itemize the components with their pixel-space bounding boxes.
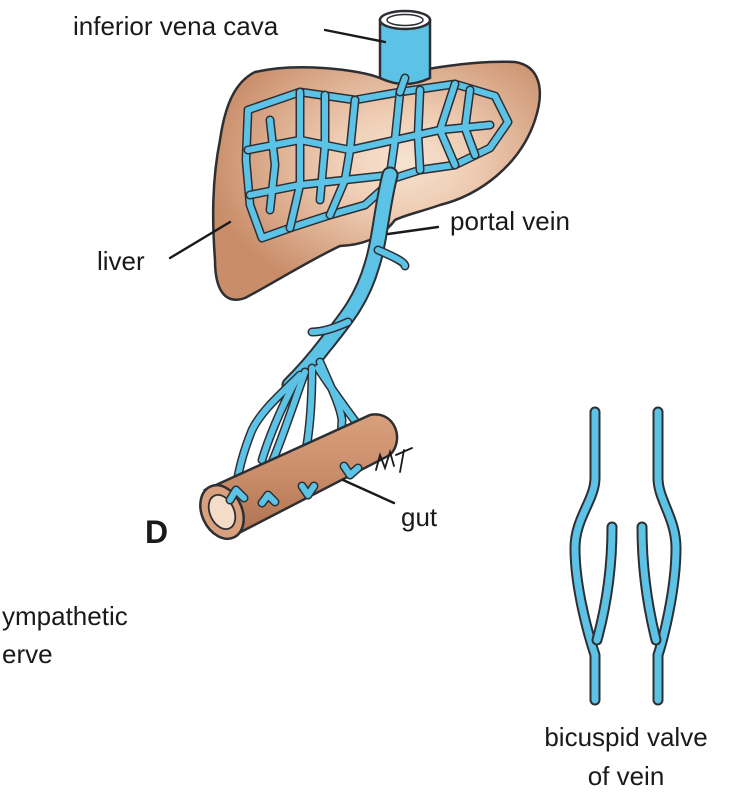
inferior-vena-cava-vessel [380, 11, 430, 84]
gut-tube [192, 414, 397, 545]
label-portal-vein: portal vein [450, 206, 570, 236]
label-sympathetic-line1: ympathetic [2, 601, 128, 631]
label-bicuspid-line2: of vein [588, 761, 665, 791]
label-bicuspid-line1: bicuspid valve [544, 722, 707, 752]
panel-letter-d: D [145, 514, 168, 550]
label-sympathetic-line2: erve [2, 639, 53, 669]
label-gut: gut [401, 502, 438, 532]
bicuspid-valve-illustration [575, 412, 676, 700]
label-liver: liver [97, 246, 145, 276]
label-inferior-vena-cava: inferior vena cava [73, 11, 279, 41]
